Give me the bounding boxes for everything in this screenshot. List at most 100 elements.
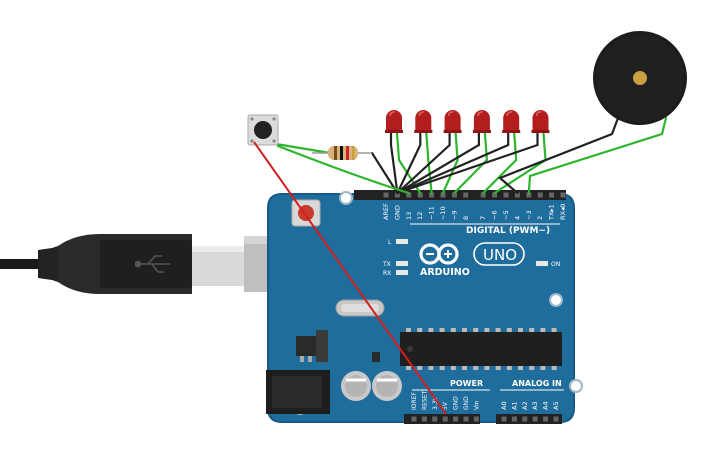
- reset-button[interactable]: [291, 199, 321, 227]
- digital-pin-hole[interactable]: [514, 192, 520, 198]
- chip-pin: [417, 366, 423, 370]
- analog-header[interactable]: [496, 414, 562, 424]
- digital-pin-hole[interactable]: [406, 192, 412, 198]
- led-rx-label: RX: [383, 270, 391, 277]
- power-pin-hole[interactable]: [442, 416, 448, 422]
- digital-pin-hole[interactable]: [503, 192, 509, 198]
- power-header-title: POWER: [450, 379, 483, 388]
- buzzer-center: [633, 71, 647, 85]
- chip-pin: [417, 328, 423, 332]
- piezo-buzzer[interactable]: [593, 31, 687, 125]
- power-pin-hole[interactable]: [432, 416, 438, 422]
- led[interactable]: [414, 110, 433, 133]
- analog-pin-label: A0: [500, 401, 508, 410]
- digital-pin-hole[interactable]: [526, 192, 532, 198]
- digital-pin-hole[interactable]: [492, 192, 498, 198]
- power-pin-label: IOREF: [411, 392, 418, 410]
- digital-pin-label: 4: [513, 216, 521, 220]
- arduino-logo-icon: [419, 243, 459, 265]
- chip-pin: [529, 328, 535, 332]
- digital-pin-hole[interactable]: [549, 192, 555, 198]
- power-jack[interactable]: [266, 370, 330, 414]
- led-on: [536, 261, 548, 266]
- signal-wire: [395, 131, 422, 195]
- analog-pin-hole[interactable]: [532, 416, 538, 422]
- push-button[interactable]: [247, 114, 279, 146]
- power-pin-label: GND: [453, 396, 460, 410]
- digital-pin-hole[interactable]: [451, 192, 457, 198]
- chip-pin: [439, 328, 445, 332]
- led[interactable]: [443, 110, 462, 133]
- chip-pin: [406, 366, 411, 370]
- chip-pin: [551, 366, 557, 370]
- power-pin-label: 5V: [442, 401, 449, 410]
- chip-pin: [506, 328, 512, 332]
- small-ic: [372, 352, 380, 362]
- analog-pin-hole[interactable]: [522, 416, 528, 422]
- analog-pin-label: A4: [542, 401, 550, 410]
- chip-pin: [439, 366, 445, 370]
- chip-pin: [518, 328, 523, 332]
- power-pin-hole[interactable]: [411, 416, 417, 422]
- digital-pin-label: TX▸1: [548, 204, 556, 221]
- led-tx-label: TX: [382, 261, 391, 268]
- ground-wire: [396, 131, 480, 195]
- power-pin-hole[interactable]: [463, 416, 469, 422]
- digital-pin-hole[interactable]: [440, 192, 446, 198]
- led[interactable]: [531, 110, 550, 133]
- mounting-hole: [549, 293, 563, 307]
- digital-pin-hole[interactable]: [537, 192, 543, 198]
- led-rx: [396, 270, 408, 275]
- digital-pin-hole[interactable]: [560, 192, 566, 198]
- digital-pin-label: ~3: [525, 210, 533, 220]
- digital-pin-label: 13: [405, 212, 413, 220]
- wires: [274, 116, 668, 195]
- power-pin-label: 3.3V: [432, 395, 439, 410]
- digital-header[interactable]: [354, 190, 566, 200]
- analog-pin-hole[interactable]: [553, 416, 559, 422]
- led[interactable]: [385, 110, 403, 133]
- analog-pin-label: A2: [521, 401, 529, 410]
- digital-pin-hole[interactable]: [417, 192, 423, 198]
- digital-pin-hole[interactable]: [463, 192, 469, 198]
- resistor: [312, 146, 372, 160]
- chip-pin: [406, 328, 411, 332]
- led[interactable]: [472, 110, 491, 133]
- power-pin-hole[interactable]: [453, 416, 459, 422]
- voltage-regulator: [296, 330, 328, 362]
- digital-pin-hole[interactable]: [480, 192, 486, 198]
- digital-pin-label: 7: [479, 216, 487, 220]
- digital-pin-hole[interactable]: [383, 192, 389, 198]
- power-pin-hole[interactable]: [421, 416, 427, 422]
- ground-wire: [396, 131, 539, 195]
- crystal-oscillator: [335, 299, 385, 317]
- chip-pin: [428, 366, 434, 370]
- digital-pin-label: ~6: [491, 210, 499, 220]
- mounting-hole: [569, 379, 583, 393]
- ground-wire: [389, 131, 399, 195]
- signal-wire: [482, 131, 518, 195]
- ground-wire: [497, 116, 620, 195]
- led-l: [396, 239, 408, 244]
- digital-pin-hole[interactable]: [429, 192, 435, 198]
- capacitor: [372, 371, 402, 401]
- analog-pin-hole[interactable]: [543, 416, 549, 422]
- digital-pin-hole[interactable]: [394, 192, 400, 198]
- analog-pin-hole[interactable]: [511, 416, 517, 422]
- chip-pin: [450, 366, 456, 370]
- chip-pin: [450, 328, 456, 332]
- digital-pin-label: ~11: [428, 206, 436, 220]
- power-header[interactable]: [404, 414, 480, 424]
- chip-pin: [462, 366, 467, 370]
- digital-pin-label: 8: [462, 216, 470, 220]
- led[interactable]: [502, 110, 521, 133]
- analog-pin-hole[interactable]: [501, 416, 507, 422]
- model-name: UNO: [483, 246, 517, 264]
- power-pin-hole[interactable]: [473, 416, 479, 422]
- digital-pin-label: RX◂0: [559, 204, 567, 220]
- signal-wire: [274, 142, 332, 155]
- chip-pin: [540, 366, 546, 370]
